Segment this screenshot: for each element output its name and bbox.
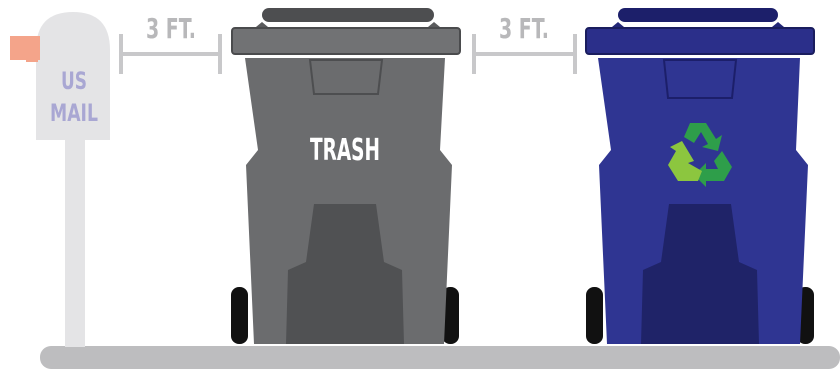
trash-cart-label: TRASH [310,133,380,168]
mailbox-text-mail: MAIL [50,99,98,127]
recycle-cart [586,8,814,344]
trash-cart-handle [262,8,434,22]
dimension-right-label: 3 FT. [499,12,549,45]
trash-cart-lid [232,28,460,54]
recycle-cart-lid-grip [664,60,736,98]
mailbox-flag [10,36,40,60]
dimension-left-label: 3 FT. [146,12,196,45]
trash-cart-wheel-left [231,287,248,344]
ground-curb [40,346,840,369]
recycle-cart-wheel-left [586,287,603,344]
trash-cart: TRASH [231,8,460,344]
dimension-left: 3 FT. [121,8,220,74]
recycle-cart-handle [618,8,778,22]
mailbox-text-us: US [61,67,87,95]
mailbox-post [65,135,85,347]
mailbox: US MAIL [10,12,110,347]
trash-cart-lid-grip [310,60,382,94]
dimension-right: 3 FT. [474,8,575,74]
recycle-cart-lid [586,28,814,54]
